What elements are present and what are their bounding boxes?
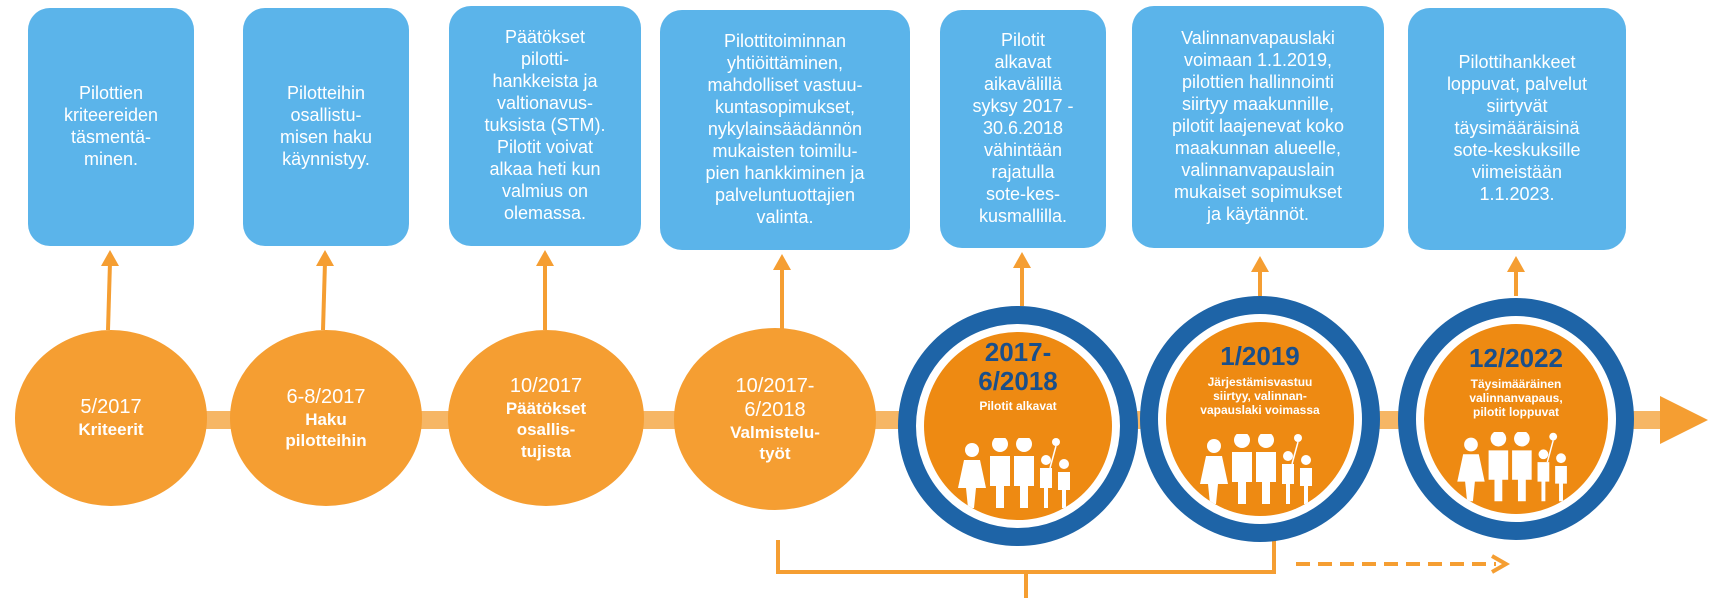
milestone-label-3: Päätökset osallis- tujista <box>505 399 587 461</box>
info-box-3: Päätökset pilotti- hankkeista ja valtion… <box>449 6 641 246</box>
up-arrow-3-head <box>536 250 554 266</box>
dashed-arrow-head <box>1491 554 1511 574</box>
up-arrow-7-head <box>1507 256 1525 272</box>
info-box-6: Valinnanvapauslaki voimaan 1.1.2019, pil… <box>1132 6 1384 248</box>
milestone-date-5: 2017- 6/2018 <box>978 337 1058 396</box>
info-box-1: Pilottien kriteereiden täsmentä- minen. <box>28 8 194 246</box>
milestone-date-1: 5/2017 <box>80 396 142 419</box>
milestone-label-2: Haku pilotteihin <box>285 409 367 450</box>
milestone-circle-1: 5/2017 Kriteerit <box>15 330 207 506</box>
up-arrow-2-head <box>316 250 334 266</box>
up-arrow-4-head <box>773 254 791 270</box>
milestone-circle-3: 10/2017 Päätökset osallis- tujista <box>448 330 644 506</box>
info-box-4: Pilottitoiminnan yhtiöittäminen, mahdoll… <box>660 10 910 250</box>
family-icon <box>1200 434 1312 504</box>
milestone-circle-2: 6-8/2017 Haku pilotteihin <box>230 330 422 506</box>
up-arrow-6-head <box>1251 256 1269 272</box>
up-arrow-2 <box>321 261 327 331</box>
family-icon <box>1457 432 1567 502</box>
up-arrow-1 <box>106 261 112 331</box>
milestone-label-4: Valmistelu- työt <box>730 422 820 463</box>
info-box-5: Pilotit alkavat aikavälillä syksy 2017 -… <box>940 10 1106 248</box>
up-arrow-5-head <box>1013 252 1031 268</box>
milestone-date-4: 10/2017- 6/2018 <box>735 374 815 421</box>
period-bracket <box>776 540 1276 598</box>
milestone-label-7: Täysimääräinen valinnanvapaus, pilotit l… <box>1469 376 1563 420</box>
milestone-date-7: 12/2022 <box>1469 343 1563 373</box>
milestone-date-2: 6-8/2017 <box>286 385 366 408</box>
milestone-date-6: 1/2019 <box>1220 341 1300 371</box>
milestone-label-5: Pilotit alkavat <box>979 399 1057 414</box>
up-arrow-1-head <box>101 250 119 266</box>
milestone-circle-7: 12/2022 Täysimääräinen valinnanvapaus, p… <box>1424 324 1608 514</box>
milestone-circle-4: 10/2017- 6/2018 Valmistelu- työt <box>674 328 876 510</box>
timeline-arrowhead <box>1660 396 1708 444</box>
info-box-2: Pilotteihin osallistu- misen haku käynni… <box>243 8 409 246</box>
milestone-label-6: Järjestämisvastuu siirtyy, valinnan- vap… <box>1200 374 1320 418</box>
milestone-circle-6: 1/2019 Järjestämisvastuu siirtyy, valinn… <box>1166 322 1354 516</box>
milestone-date-3: 10/2017 <box>509 375 583 398</box>
info-box-7: Pilottihankkeet loppuvat, palvelut siirt… <box>1408 8 1626 250</box>
family-icon <box>958 438 1070 508</box>
milestone-label-1: Kriteerit <box>78 420 144 440</box>
milestone-circle-5: 2017- 6/2018 Pilotit alkavat <box>924 332 1112 520</box>
